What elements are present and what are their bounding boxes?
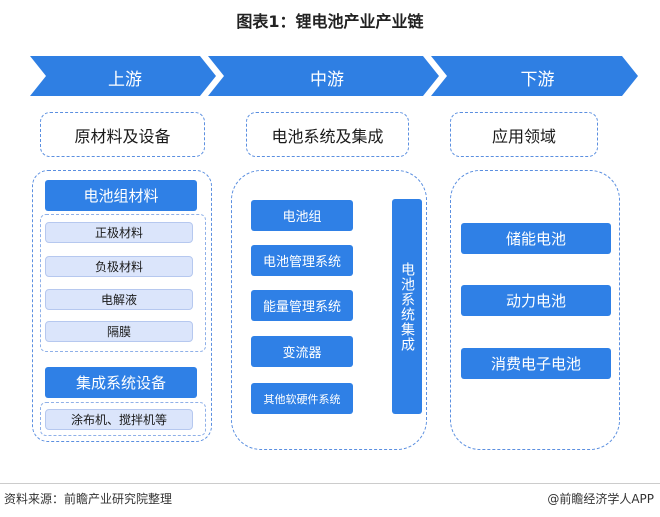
brand-note: @前瞻经济学人APP (547, 492, 654, 506)
stage-upstream-label: 上游 (108, 70, 142, 90)
stage-midstream-label: 中游 (310, 70, 344, 90)
equipment-item: 涂布机、搅拌机等 (45, 409, 193, 430)
footer-divider (0, 483, 660, 484)
chevron-upstream (30, 56, 216, 96)
stage-downstream-label: 下游 (520, 70, 555, 90)
midstream-item: 电池组 (251, 200, 353, 231)
category-midstream: 电池系统及集成 (246, 112, 409, 157)
page-title: 图表1：锂电池产业产业链 (236, 12, 424, 31)
material-item: 正极材料 (45, 222, 193, 243)
category-upstream: 原材料及设备 (40, 112, 205, 157)
materials-header: 电池组材料 (45, 180, 197, 211)
midstream-item: 变流器 (251, 336, 353, 367)
integration-box: 电池系统集成 (392, 199, 422, 414)
equipment-header: 集成系统设备 (45, 367, 197, 398)
material-item: 负极材料 (45, 256, 193, 277)
materials-group (40, 214, 206, 352)
chevron-downstream (431, 56, 638, 96)
downstream-item: 储能电池 (461, 223, 611, 254)
downstream-item: 消费电子电池 (461, 348, 611, 379)
material-item: 电解液 (45, 289, 193, 310)
midstream-item: 能量管理系统 (251, 290, 353, 321)
chevron-midstream (208, 56, 439, 96)
equipment-group (40, 402, 206, 436)
category-downstream: 应用领域 (450, 112, 598, 157)
material-item: 隔膜 (45, 321, 193, 342)
source-note: 资料来源：前瞻产业研究院整理 (4, 492, 173, 506)
midstream-item: 其他软硬件系统 (251, 383, 353, 414)
downstream-item: 动力电池 (461, 285, 611, 316)
midstream-item: 电池管理系统 (251, 245, 353, 276)
